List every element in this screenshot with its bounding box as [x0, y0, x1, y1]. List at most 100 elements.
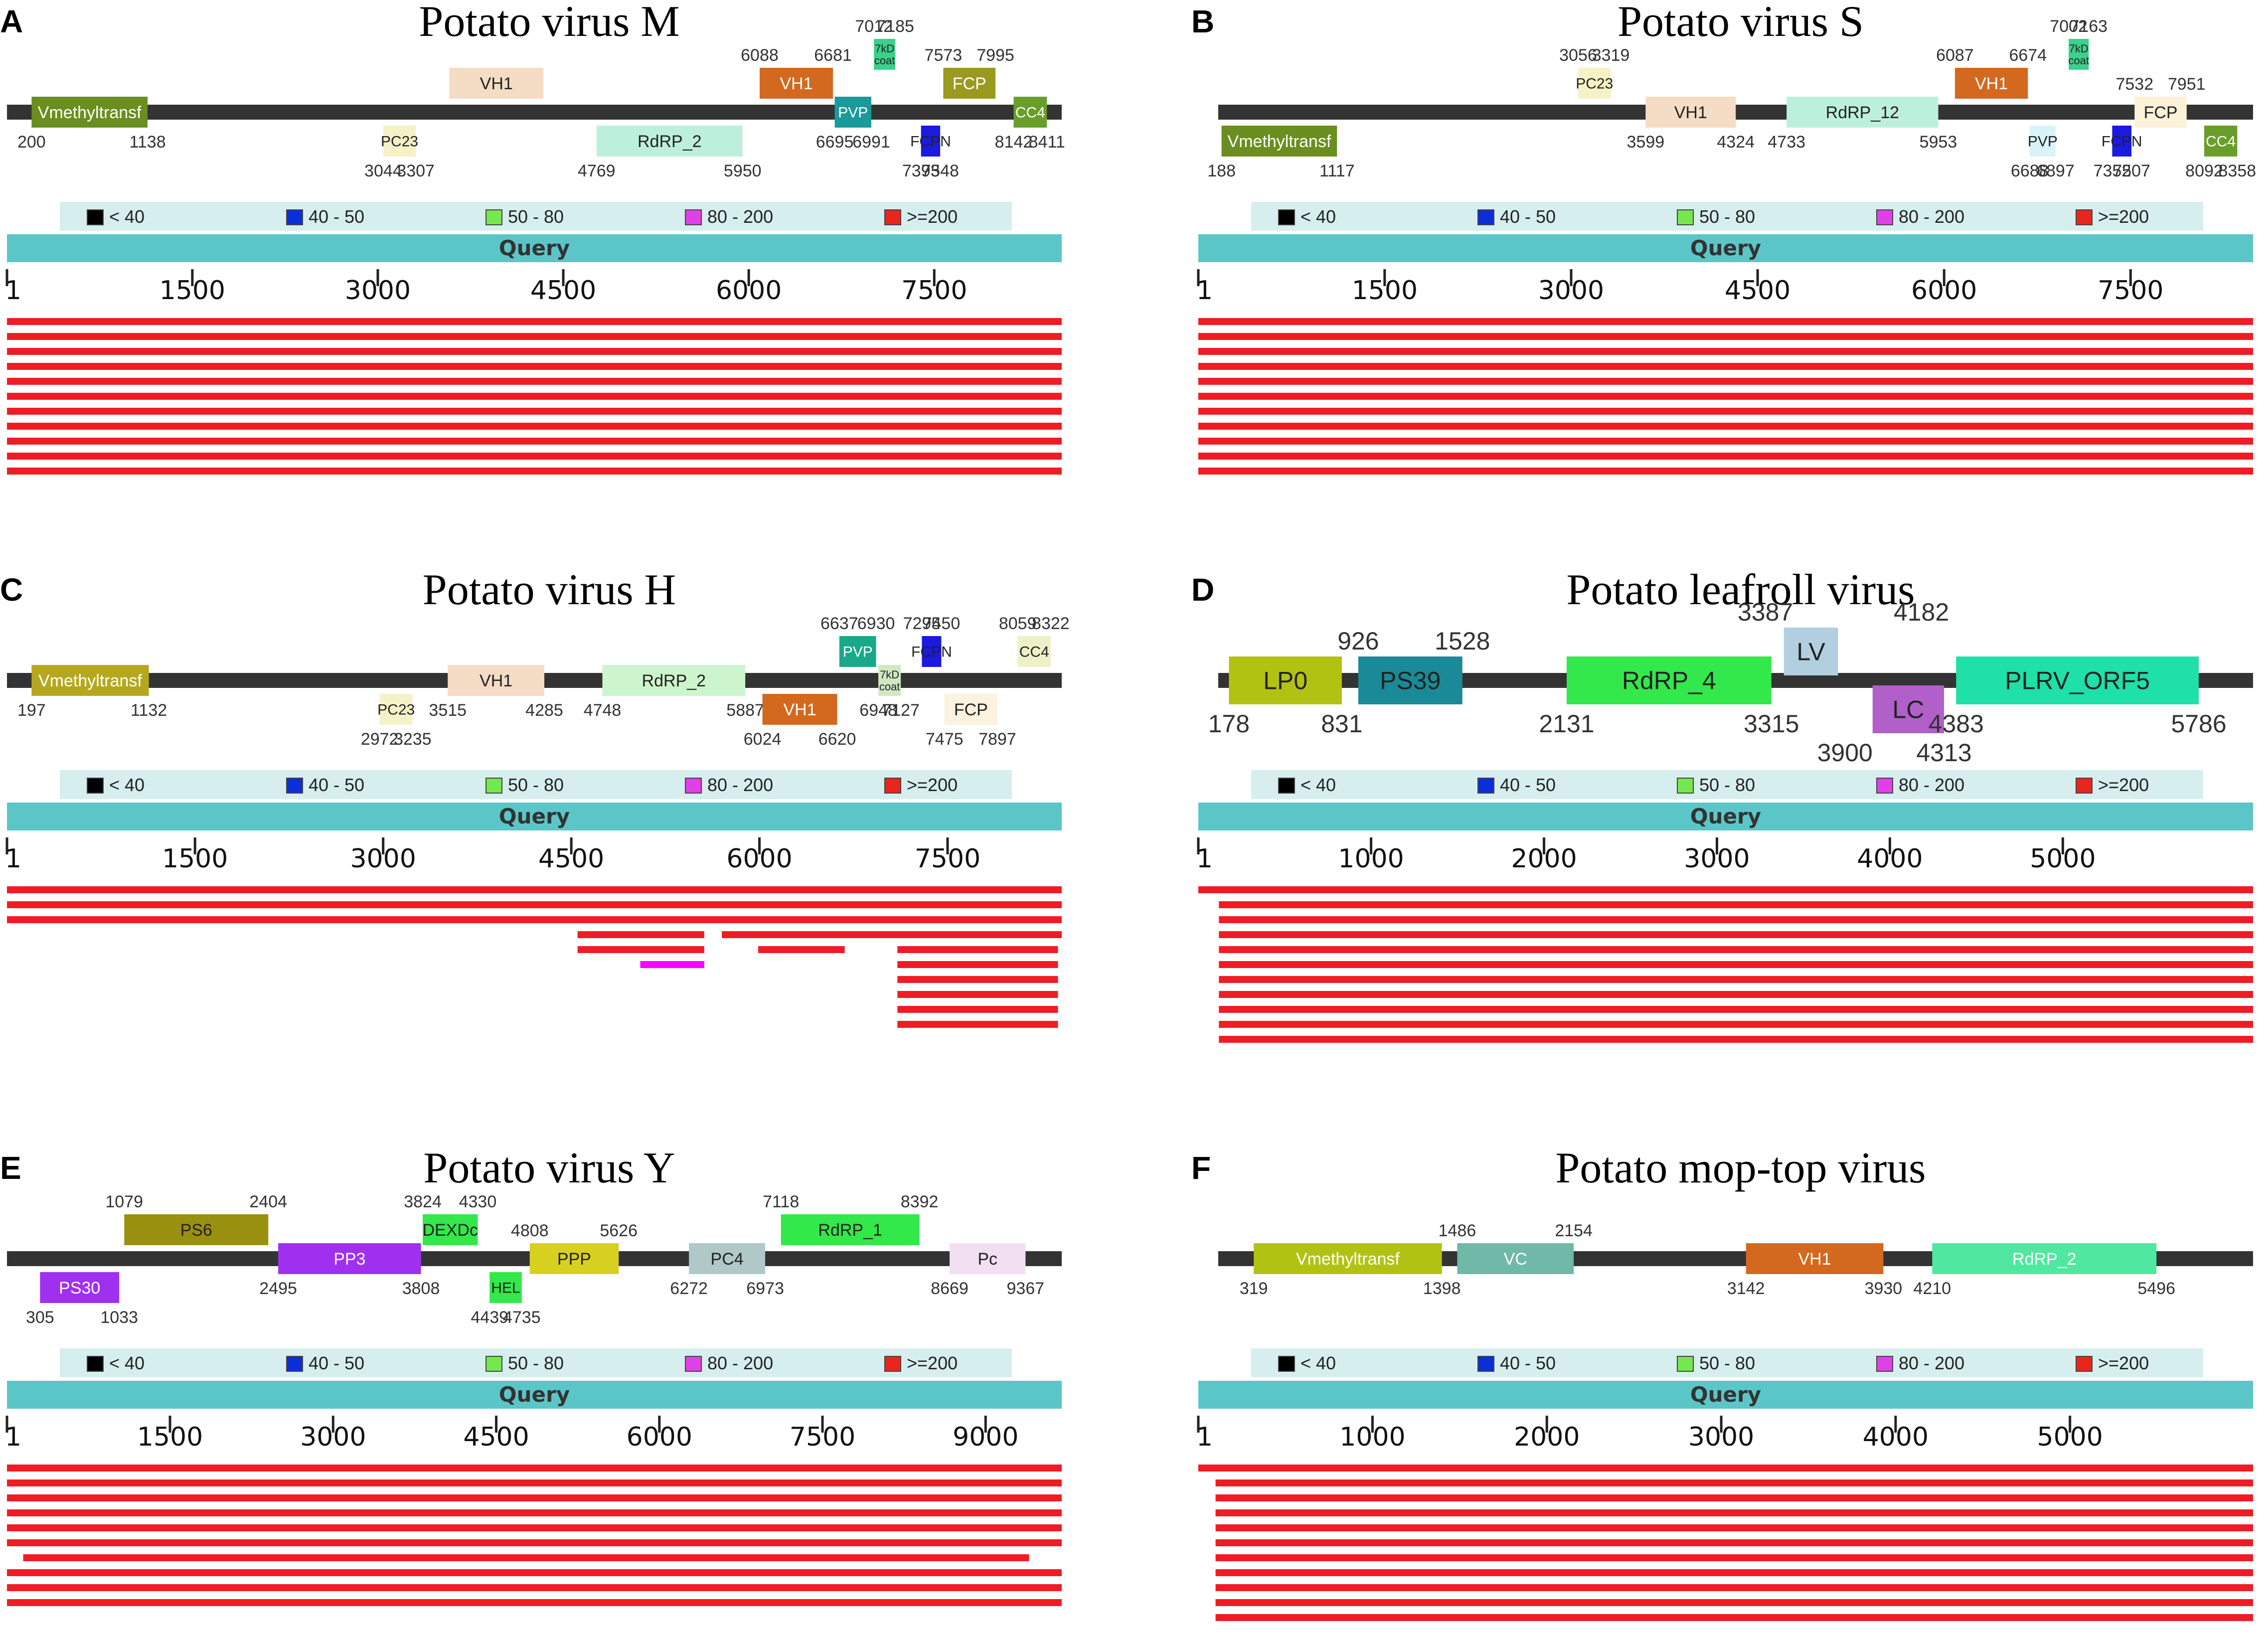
axis-tick-label: 4500 — [530, 276, 596, 306]
domain-end-coord: 4735 — [503, 1308, 541, 1327]
domain-box — [1783, 628, 1838, 675]
axis-tick-label: 1 — [5, 276, 21, 306]
axis-tick-label: 3000 — [1538, 276, 1604, 306]
panel-title: Potato leafroll virus — [1567, 566, 1915, 614]
domain-box — [1645, 97, 1736, 128]
domain-box — [124, 1214, 269, 1245]
domain-start-coord: 3056 — [1559, 46, 1597, 65]
domain-label: 7kD — [875, 42, 894, 55]
legend-label: >=200 — [2098, 206, 2149, 227]
domain-label: VH1 — [1674, 103, 1707, 122]
domain-box — [874, 39, 896, 70]
domain-start-coord: 8059 — [999, 614, 1037, 633]
domain-start-coord: 3142 — [1727, 1279, 1765, 1298]
legend-label: 40 - 50 — [1500, 775, 1556, 795]
query-label: Query — [499, 236, 570, 260]
legend-item: 80 - 200 — [1876, 1353, 1964, 1373]
legend-swatch — [87, 1356, 104, 1372]
domain-label: VH1 — [1975, 74, 2008, 93]
domain-end-coord: 2404 — [249, 1192, 287, 1211]
hit-bar — [1198, 438, 2253, 445]
domain-label: PC23 — [381, 134, 418, 150]
domain-label: RdRP_12 — [1826, 103, 1899, 122]
query-bar — [7, 1381, 1062, 1409]
domain-start-coord: 3387 — [1738, 598, 1793, 626]
axis-tick-label: 1500 — [1352, 276, 1418, 306]
legend-item: 50 - 80 — [486, 1353, 564, 1373]
legend-item: < 40 — [1278, 206, 1336, 227]
hit-bar — [1198, 408, 2253, 415]
domain-box — [449, 68, 544, 99]
hit-bar — [7, 1524, 1062, 1531]
legend-label: >=200 — [907, 206, 958, 227]
legend-swatch — [486, 778, 502, 794]
legend-swatch — [2076, 778, 2093, 794]
legend-swatch — [884, 778, 901, 794]
domain-end-coord: 6973 — [746, 1279, 784, 1298]
hit-bar — [1219, 1021, 2253, 1028]
domain-end-coord: 7450 — [923, 614, 961, 633]
legend-label: 40 - 50 — [309, 1353, 364, 1373]
blast-hits — [1198, 318, 2253, 475]
axis-tick-label: 7500 — [790, 1422, 855, 1452]
domain-box — [31, 665, 149, 696]
legend-label: 80 - 200 — [707, 206, 773, 227]
domain-end-coord: 6674 — [2009, 46, 2047, 65]
domain-box — [1254, 1243, 1442, 1274]
domain-end-coord: 8392 — [901, 1192, 939, 1211]
domain-start-coord: 1486 — [1439, 1221, 1476, 1240]
axis-tick-label: 1000 — [1339, 1422, 1405, 1452]
domain-end-coord: 4339 — [524, 104, 562, 123]
domain-end-coord: 7951 — [2168, 75, 2206, 94]
hit-bar — [1219, 901, 2253, 908]
domain-start-coord: 7393 — [902, 162, 940, 180]
blast-hits — [7, 318, 1062, 475]
axis-tick-label: 4000 — [1863, 1422, 1929, 1452]
domain-end-coord: 4313 — [1916, 739, 1971, 767]
legend-swatch — [1876, 209, 1893, 225]
domain-start-coord: 6272 — [670, 1279, 708, 1298]
domain-label: PS30 — [59, 1279, 100, 1298]
legend-item: 40 - 50 — [286, 206, 364, 227]
domain-box — [2204, 126, 2238, 157]
legend-item: 40 - 50 — [1477, 775, 1556, 795]
domain-start-coord: 3044 — [364, 162, 402, 180]
hit-bar — [7, 363, 1062, 370]
hit-bar — [1219, 1036, 2253, 1043]
axis-tick-label: 4500 — [538, 844, 604, 874]
hit-bar — [1215, 1554, 2253, 1561]
domain-box — [2112, 126, 2132, 157]
axis-tick-label: 4500 — [1725, 276, 1790, 306]
legend-swatch — [2076, 209, 2093, 225]
domain-start-coord: 3824 — [404, 1192, 442, 1211]
hit-bar — [7, 438, 1062, 445]
legend-background — [1251, 1348, 2203, 1377]
hit-bar — [1219, 946, 2253, 953]
domain-label: 7kD — [880, 668, 899, 681]
domain-box — [943, 68, 996, 99]
domain-label: FCPN — [910, 134, 951, 150]
domain-box — [2134, 97, 2187, 128]
axis-tick-label: 3000 — [345, 276, 411, 306]
legend-item: 40 - 50 — [1477, 206, 1556, 227]
legend-swatch — [1477, 209, 1494, 225]
domain-label: Vmethyltransf — [38, 671, 142, 690]
legend-label: >=200 — [907, 775, 958, 795]
domain-end-coord: 4330 — [459, 1192, 497, 1211]
domain-start-coord: 7352 — [2094, 162, 2131, 180]
axis-tick-label: 7500 — [2098, 276, 2163, 306]
